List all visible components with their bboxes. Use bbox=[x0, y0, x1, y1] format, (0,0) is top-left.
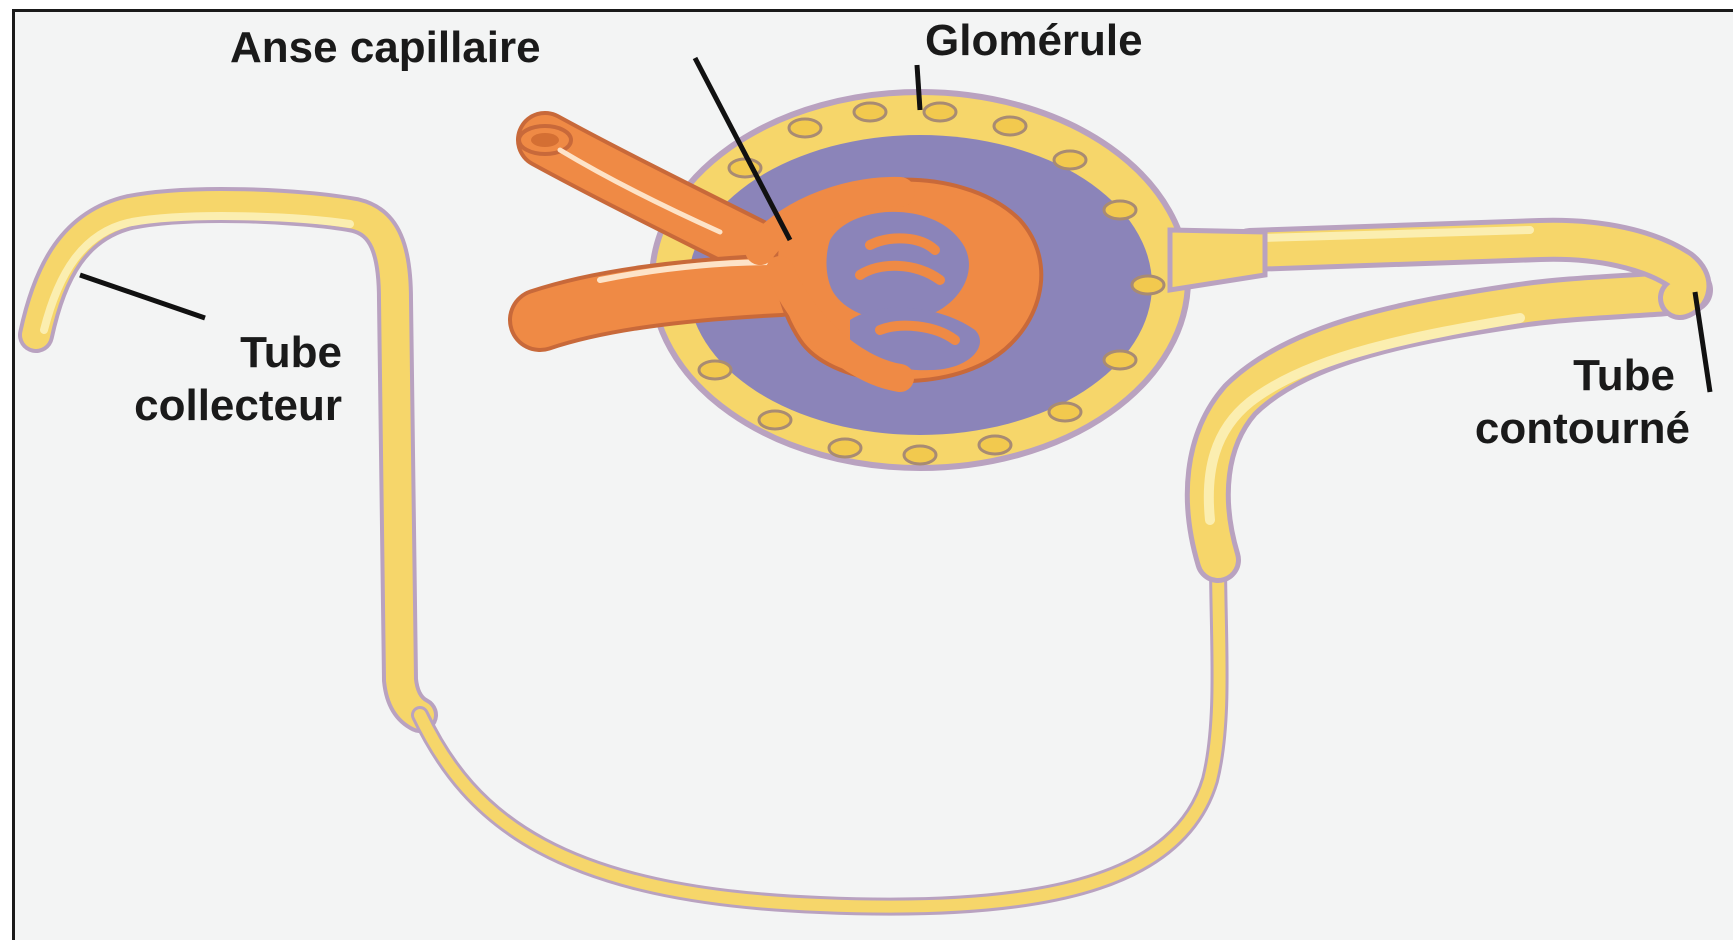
label-anse-capillaire: Anse capillaire bbox=[230, 23, 541, 72]
loop-of-henle bbox=[420, 560, 1220, 907]
label-tube-collecteur-line1: Tube bbox=[240, 328, 342, 377]
label-glomerule: Glomérule bbox=[925, 16, 1143, 65]
leader-glomerule bbox=[917, 65, 920, 110]
label-tube-contourne-line1: Tube bbox=[1573, 351, 1675, 400]
leader-tube-collecteur bbox=[80, 275, 205, 318]
label-tube-contourne-line2: contourné bbox=[1475, 404, 1690, 453]
label-tube-collecteur-line2: collecteur bbox=[134, 381, 342, 430]
